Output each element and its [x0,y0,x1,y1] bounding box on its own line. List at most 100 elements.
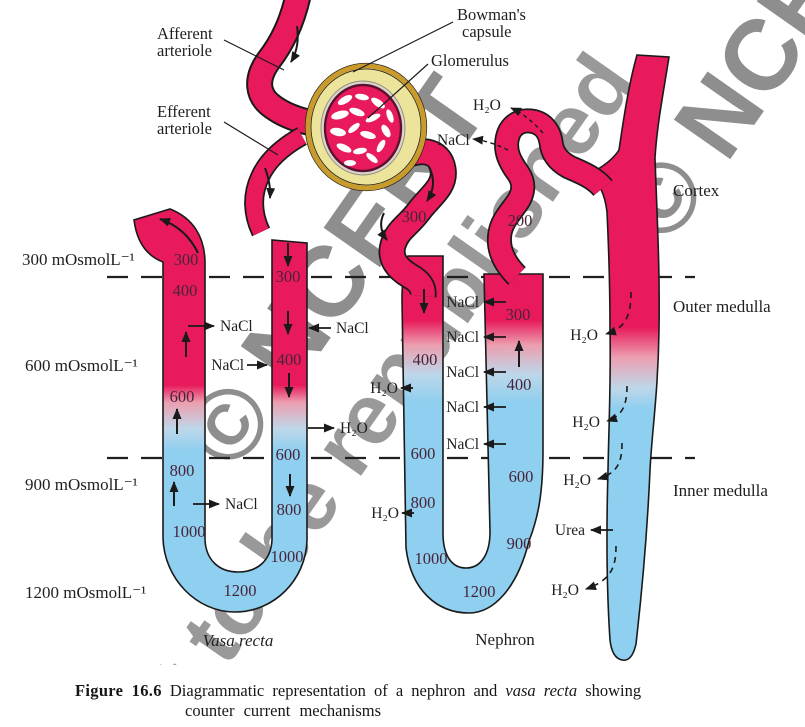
vasa-recta-label: Vasa recta [203,631,274,650]
henle-desc-800: 800 [411,493,436,512]
afferent-arteriole [246,0,316,137]
nacl-label-va1: NaCl [220,318,253,335]
anatomy-labels: Afferent arteriole Efferent arteriole Bo… [157,5,526,138]
vasa-desc-1000: 1000 [271,547,304,566]
bowmans-leader [352,21,454,73]
bowmans-label-line2: capsule [462,22,511,41]
nephron-label: Nephron [475,630,535,649]
h2o-label-hd2: H₂O [371,505,399,522]
h2o-label-duct1: H₂O [570,327,598,344]
glomerulus-leader [367,63,429,119]
osmolarity-scale: 300 mOsmolL⁻¹ 600 mOsmolL⁻¹ 900 mOsmolL⁻… [22,250,146,602]
h2o-exit-curve-2 [606,385,628,423]
vasa-desc-600: 600 [276,445,301,464]
henle-desc-600: 600 [411,444,436,463]
glomerulus-capillaries [323,83,403,173]
efferent-label-line2: arteriole [157,119,212,138]
afferent-leader [223,39,285,71]
h2o-label-hd1: H₂O [370,380,398,397]
efferent-label-line1: Efferent [157,102,211,121]
h2o-label-duct3: H₂O [563,472,591,489]
nacl-label-ha2: NaCl [446,329,479,346]
henle-bend-1200: 1200 [463,582,496,601]
efferent-leader [223,121,279,156]
caption-italic-term: vasa recta [505,681,578,700]
proximal-flow-arrow-1 [426,166,437,202]
afferent-label-line1: Afferent [157,24,213,43]
h2o-exit-curve-4 [585,545,617,590]
vasa-desc-800: 800 [277,500,302,519]
vasa-asc-300: 300 [174,250,199,269]
capillary-lumens [330,93,394,166]
afferent-flow-arrow [290,25,301,63]
henle-asc-600: 600 [509,467,534,486]
transport-arrows [188,297,613,535]
osmolarity-300: 300 mOsmolL⁻¹ [22,250,135,269]
caption-line2: counter current mechanisms [185,701,382,720]
vasa-asc-600: 600 [170,387,195,406]
figure-number: Figure 16.6 [75,681,162,700]
nacl-label-ha3: NaCl [446,364,479,381]
henle-asc-900: 900 [507,534,532,553]
henle-desc-400: 400 [413,350,438,369]
region-labels: Cortex Outer medulla Inner medulla [673,181,771,500]
h2o-exit-curve-3 [597,442,623,481]
nephron-diagram: © NCERT © NCERT not to be republished [22,0,805,665]
henle-asc-300: 300 [506,305,531,324]
caption-text-pre: Diagrammatic representation of a nephron… [169,681,498,700]
proximal-300: 300 [402,207,427,226]
bowmans-label-line1: Bowman's [457,5,526,24]
distal-transport-arrows [472,107,544,151]
nacl-label-ha4: NaCl [446,399,479,416]
caption-line1: Figure 16.6 Diagrammatic representation … [75,681,641,700]
nacl-label-distal: NaCl [437,132,470,149]
osmolarity-1200: 1200 mOsmolL⁻¹ [25,583,146,602]
henle-asc-400: 400 [507,375,532,394]
vasa-asc-800: 800 [170,461,195,480]
molecule-labels: H₂O NaCl NaCl NaCl NaCl NaCl H₂O H₂O H₂O… [211,97,600,599]
glomerulus-label: Glomerulus [431,51,509,70]
nacl-label-vd2: NaCl [211,357,244,374]
cortex-label: Cortex [673,181,720,200]
osmolarity-600: 600 mOsmolL⁻¹ [25,356,138,375]
figure-caption: Figure 16.6 Diagrammatic representation … [75,681,735,721]
efferent-arteriole [244,127,308,237]
outer-medulla-label: Outer medulla [673,297,771,316]
nacl-label-ha1: NaCl [446,294,479,311]
inner-medulla-label: Inner medulla [673,481,768,500]
h2o-label-distal: H₂O [473,97,501,114]
h2o-label-duct4: H₂O [551,582,579,599]
duct-h2o-exit-curves [585,291,632,590]
vasa-bend-1200: 1200 [224,581,257,600]
h2o-label-duct2: H₂O [572,414,600,431]
caption-text-post: showing [585,681,642,700]
vasa-desc-400: 400 [277,350,302,369]
proximal-tubule [378,138,457,298]
leader-lines [223,21,454,156]
h2o-label-vd: H₂O [340,420,368,437]
proximal-flow-arrow-2 [377,212,388,241]
osmolarity-900: 900 mOsmolL⁻¹ [25,475,138,494]
nacl-out-distal [472,135,509,151]
nacl-label-va2: NaCl [225,496,258,513]
henle-loop-tube [401,255,544,614]
flow-arrows [159,25,524,506]
structure-labels: Vasa recta Nephron [203,630,536,650]
afferent-label-line2: arteriole [157,41,212,60]
concentration-values: 300 400 600 800 1000 1200 300 400 600 80… [170,207,534,601]
vasa-asc-400: 400 [173,281,198,300]
henle-desc-1000: 1000 [415,549,448,568]
nacl-label-vd1: NaCl [336,320,369,337]
h2o-exit-curve-1 [605,291,632,336]
distal-tubule [486,108,613,285]
nacl-label-ha5: NaCl [446,436,479,453]
efferent-flow-arrow [264,167,276,199]
distal-200: 200 [508,211,533,230]
vasa-ascending-arrow-top [159,218,199,254]
vasa-asc-1000: 1000 [173,522,206,541]
vasa-recta-tube [133,208,308,613]
region-boundaries [107,275,695,460]
vasa-desc-300: 300 [276,267,301,286]
urea-label-duct: Urea [555,522,585,539]
h2o-out-distal [510,107,544,134]
